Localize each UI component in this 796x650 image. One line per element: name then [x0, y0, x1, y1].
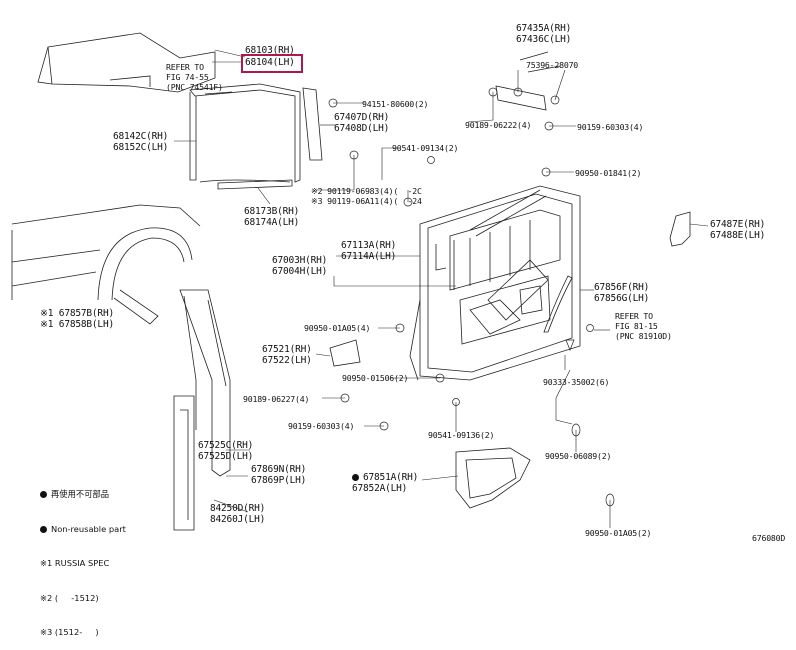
label-68173b[interactable]: 68173B(RH) 68174A(LH): [244, 206, 300, 228]
door-weatherstrip: [543, 275, 573, 333]
lower-door-trim: [179, 289, 231, 477]
label-67869n[interactable]: 67869N(RH) 67869P(LH): [251, 464, 307, 486]
label-68142c[interactable]: 68142C(RH) 68152C(LH): [113, 131, 169, 153]
label-refer-fig-81-15[interactable]: REFER TO FIG 81-15 (PNC 81910D): [615, 311, 672, 341]
label-90333-35002[interactable]: 90333-35002(6): [543, 377, 610, 387]
label-90950-01a05-2[interactable]: 90950-01A05(2): [585, 528, 652, 538]
rear-door-panel: [409, 185, 581, 381]
label-67487e[interactable]: 67487E(RH) 67488E(LH): [710, 219, 766, 241]
label-90950-01506[interactable]: 90950-01506(2): [342, 373, 409, 383]
door-lower-weatherstrip: [455, 447, 531, 509]
legend-note-2: ※2 ( -1512): [40, 592, 99, 603]
non-reusable-dot-icon: [352, 474, 359, 481]
check-assy: [495, 85, 547, 111]
label-90541-09136[interactable]: 90541-09136(2): [428, 430, 495, 440]
label-90189-06227[interactable]: 90189-06227(4): [243, 394, 310, 404]
label-67856f[interactable]: 67856F(RH) 67856G(LH): [594, 282, 650, 304]
label-67857b[interactable]: ※1 67857B(RH) ※1 67858B(LH): [40, 308, 114, 330]
label-67521[interactable]: 67521(RH) 67522(LH): [262, 344, 312, 366]
label-90541-09134[interactable]: 90541-09134(2): [392, 143, 459, 153]
label-67525c[interactable]: 67525C(RH) 67525D(LH): [198, 440, 254, 462]
label-90159-60303-a[interactable]: 90159-60303(4): [577, 122, 644, 132]
label-90950-01841[interactable]: 90950-01841(2): [575, 168, 642, 178]
label-90950-01a05-4[interactable]: 90950-01A05(4): [304, 323, 371, 333]
label-67407d[interactable]: 67407D(RH) 67408D(LH): [334, 112, 390, 134]
legend-en-label: Non-reusable part: [51, 523, 126, 534]
label-68104[interactable]: 68104(LH): [245, 57, 295, 68]
label-67851a-text: 67851A(RH) 67852A(LH): [352, 472, 419, 494]
label-84250d[interactable]: 84250D(RH) 84260J(LH): [210, 503, 266, 525]
label-67003h[interactable]: 67003H(RH) 67004H(LH): [272, 255, 328, 277]
glass-run-channel: [189, 83, 323, 183]
label-90119[interactable]: ※2 90119-06983(4)( -2C ※3 90119-06A11(4)…: [311, 186, 422, 206]
wheel-arch-fragment: [11, 204, 201, 325]
label-68103: 68103(RH): [245, 45, 295, 56]
label-75396-28070[interactable]: 75396-28070: [526, 60, 579, 70]
legend: 再使用不可部品 Non-reusable part ※1 RUSSIA SPEC…: [40, 466, 126, 650]
label-94151-80600[interactable]: 94151-80600(2): [362, 99, 429, 109]
body-panel-fragment: [37, 32, 216, 93]
label-90950-06089[interactable]: 90950-06089(2): [545, 451, 612, 461]
door-frame-pillar: [173, 395, 195, 531]
label-67851a[interactable]: 67851A(RH) 67852A(LH): [352, 472, 418, 494]
label-90189-06222[interactable]: 90189-06222(4): [465, 120, 532, 130]
legend-dot-icon: [40, 525, 47, 533]
outside-handle: [329, 339, 361, 367]
legend-note-3: ※3 (1512- ): [40, 627, 99, 637]
label-67113a[interactable]: 67113A(RH) 67114A(LH): [341, 240, 397, 262]
window-regulator: [469, 189, 549, 321]
legend-dot-icon: [40, 491, 47, 498]
rear-end-moulding: [669, 211, 691, 247]
legend-en-row: Non-reusable part: [40, 524, 126, 536]
label-90159-60303-b[interactable]: 90159-60303(4): [288, 421, 355, 431]
label-refer-fig-74-55[interactable]: REFER TO FIG 74-55 (PNC 74541F): [166, 62, 223, 92]
legend-jp-row: 再使用不可部品: [40, 489, 126, 501]
legend-note-1: ※1 RUSSIA SPEC: [40, 558, 110, 568]
figure-code: 676080D: [752, 533, 786, 543]
label-67435a[interactable]: 67435A(RH) 67436C(LH): [516, 23, 572, 45]
legend-jp-label: 再使用不可部品: [51, 489, 110, 499]
highlight-68104: [241, 54, 303, 73]
exploded-parts-diagram: [11, 32, 709, 531]
belt-moulding: [217, 179, 293, 190]
leader-lines: [174, 49, 709, 528]
